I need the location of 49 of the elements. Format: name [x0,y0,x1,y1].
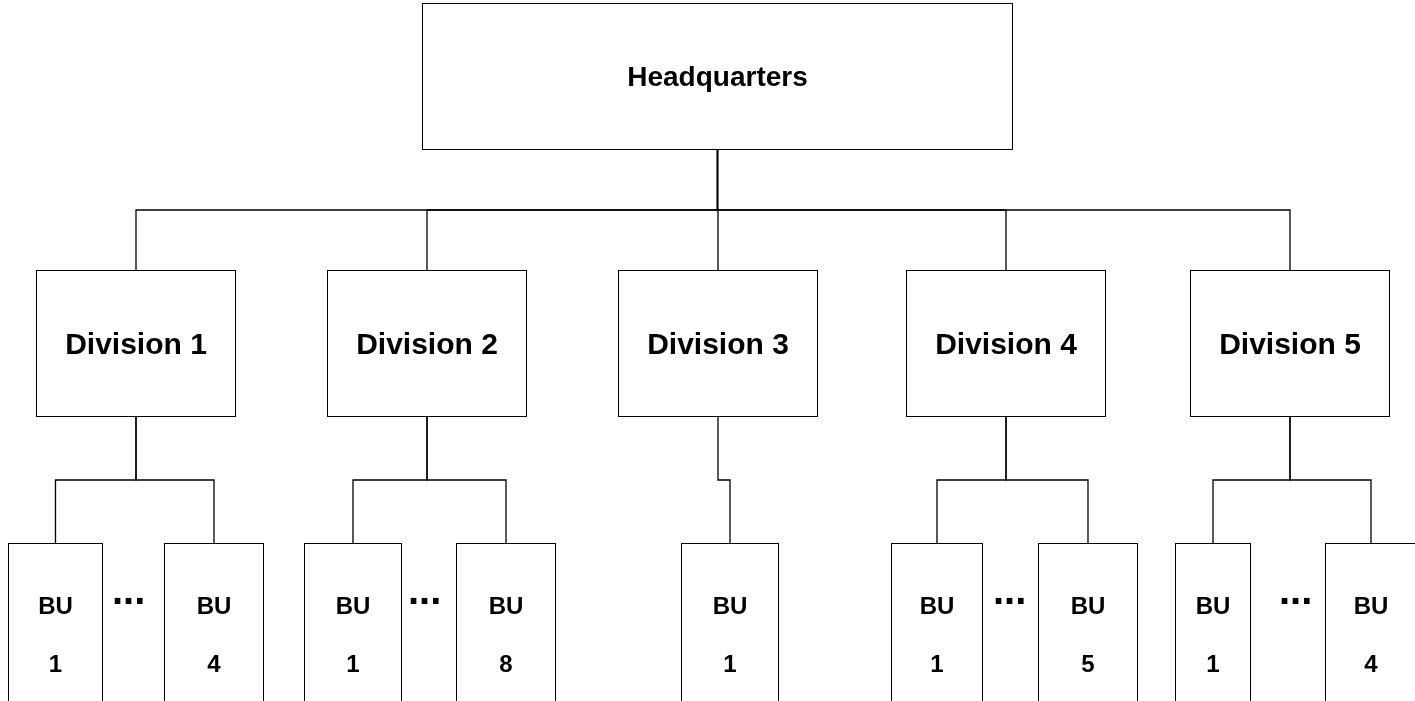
business-unit-box [1175,543,1251,701]
node-label: BU [196,592,232,620]
node-label: 1 [1206,650,1220,678]
ellipsis: ... [993,570,1027,610]
node-label: 4 [1364,650,1378,678]
node-label: BU [488,592,524,620]
node-label: 1 [48,650,63,678]
node-label: 1 [723,650,737,678]
business-unit-box [1325,543,1415,701]
node-label: Division 4 [935,326,1077,362]
division-box [1190,270,1390,417]
node-label: BU [1195,592,1231,620]
ellipsis: ... [112,570,146,610]
business-unit-box [164,543,264,701]
division-box [327,270,527,417]
node-label: Division 1 [65,326,207,362]
business-unit-box [891,543,983,701]
connector-line [135,416,215,544]
business-unit-box [456,543,556,701]
business-unit-box [8,543,103,701]
division-box [618,270,818,417]
node-label: Headquarters [627,60,808,93]
node-label: 1 [346,650,360,678]
headquarters-box [422,3,1013,150]
node-label: BU [1070,592,1106,620]
node-label: BU [1353,592,1389,620]
connector-line [716,149,1291,271]
division-box [36,270,236,417]
business-unit-box [304,543,402,701]
business-unit-box [681,543,779,701]
node-label: BU [919,592,955,620]
node-label: Division 5 [1219,326,1361,362]
connector-line [426,416,507,544]
ellipsis: ... [1279,570,1313,610]
division-box [906,270,1106,417]
node-label: BU [38,592,73,620]
node-label: 1 [930,650,944,678]
connector-line [717,416,731,544]
ellipsis: ... [408,570,442,610]
node-label: 8 [499,650,513,678]
node-label: BU [712,592,748,620]
connector-line [1005,416,1089,544]
node-label: Division 3 [647,326,789,362]
node-label: Division 2 [356,326,498,362]
node-label: 4 [207,650,221,678]
business-unit-box [1038,543,1138,701]
node-label: BU [335,592,371,620]
connector-line [1289,416,1372,544]
node-label: 5 [1081,650,1095,678]
